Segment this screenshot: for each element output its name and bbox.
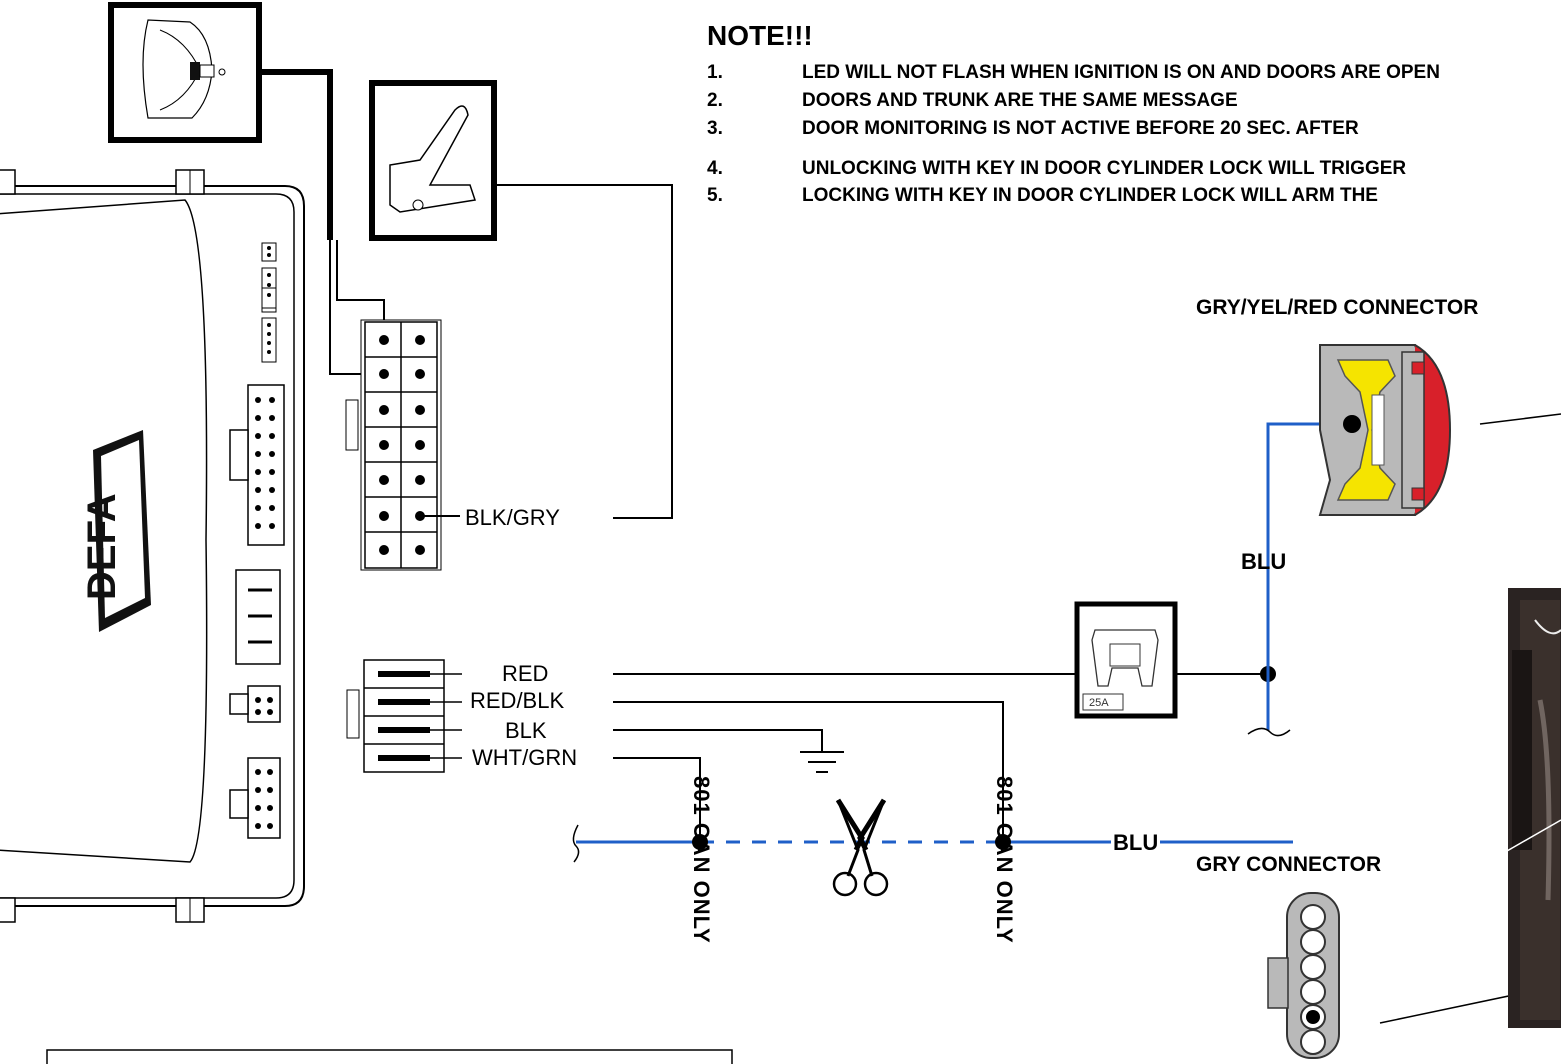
wire-label-red: RED (502, 661, 549, 686)
wire-label-blk: BLK (505, 718, 547, 743)
vehicle-photo (1508, 588, 1561, 1028)
wire-label-blk-gry: BLK/GRY (465, 505, 560, 530)
ground-symbol (800, 751, 844, 773)
note-title: NOTE!!! (707, 20, 813, 51)
hood-switch-wire (494, 184, 673, 519)
can-label-right: 801 CAN ONLY (992, 776, 1017, 944)
can-label-left: 801 CAN ONLY (689, 776, 714, 944)
brand-text: DEFA (80, 493, 124, 600)
hood-switch-box (369, 80, 497, 241)
fuse-rating: 25A (1089, 697, 1109, 709)
gry-yel-red-connector (1318, 344, 1452, 516)
note-item: 5.LOCKING WITH KEY IN DOOR CYLINDER LOCK… (707, 185, 1378, 206)
info-box (46, 1049, 733, 1064)
led-component-box (108, 2, 262, 143)
connector-label-gry: GRY CONNECTOR (1196, 853, 1382, 876)
scissors-icon (832, 798, 889, 897)
note-item: 2.DOORS AND TRUNK ARE THE SAME MESSAGE (707, 90, 1238, 111)
power-wires (613, 673, 1077, 778)
note-item: 4.UNLOCKING WITH KEY IN DOOR CYLINDER LO… (707, 158, 1407, 179)
defa-control-module: DEFA (0, 169, 305, 923)
connector-label-gry-yel-red: GRY/YEL/RED CONNECTOR (1196, 296, 1479, 319)
wire-label-red-blk: RED/BLK (470, 688, 565, 713)
note-item: 3.DOOR MONITORING IS NOT ACTIVE BEFORE 2… (707, 118, 1359, 139)
wire-label-blu-bottom: BLU (1111, 830, 1161, 856)
note-item: 1.LED WILL NOT FLASH WHEN IGNITION IS ON… (707, 62, 1440, 83)
defa-logo: DEFA (80, 430, 151, 632)
wire-label-blu-top: BLU (1241, 549, 1287, 574)
fuse-box: 25A (1074, 601, 1178, 719)
power-connector-4 (346, 659, 462, 773)
wire-label-wht-grn: WHT/GRN (472, 745, 578, 770)
pin-connector-14 (345, 319, 460, 571)
gry-connector (1267, 892, 1340, 1059)
